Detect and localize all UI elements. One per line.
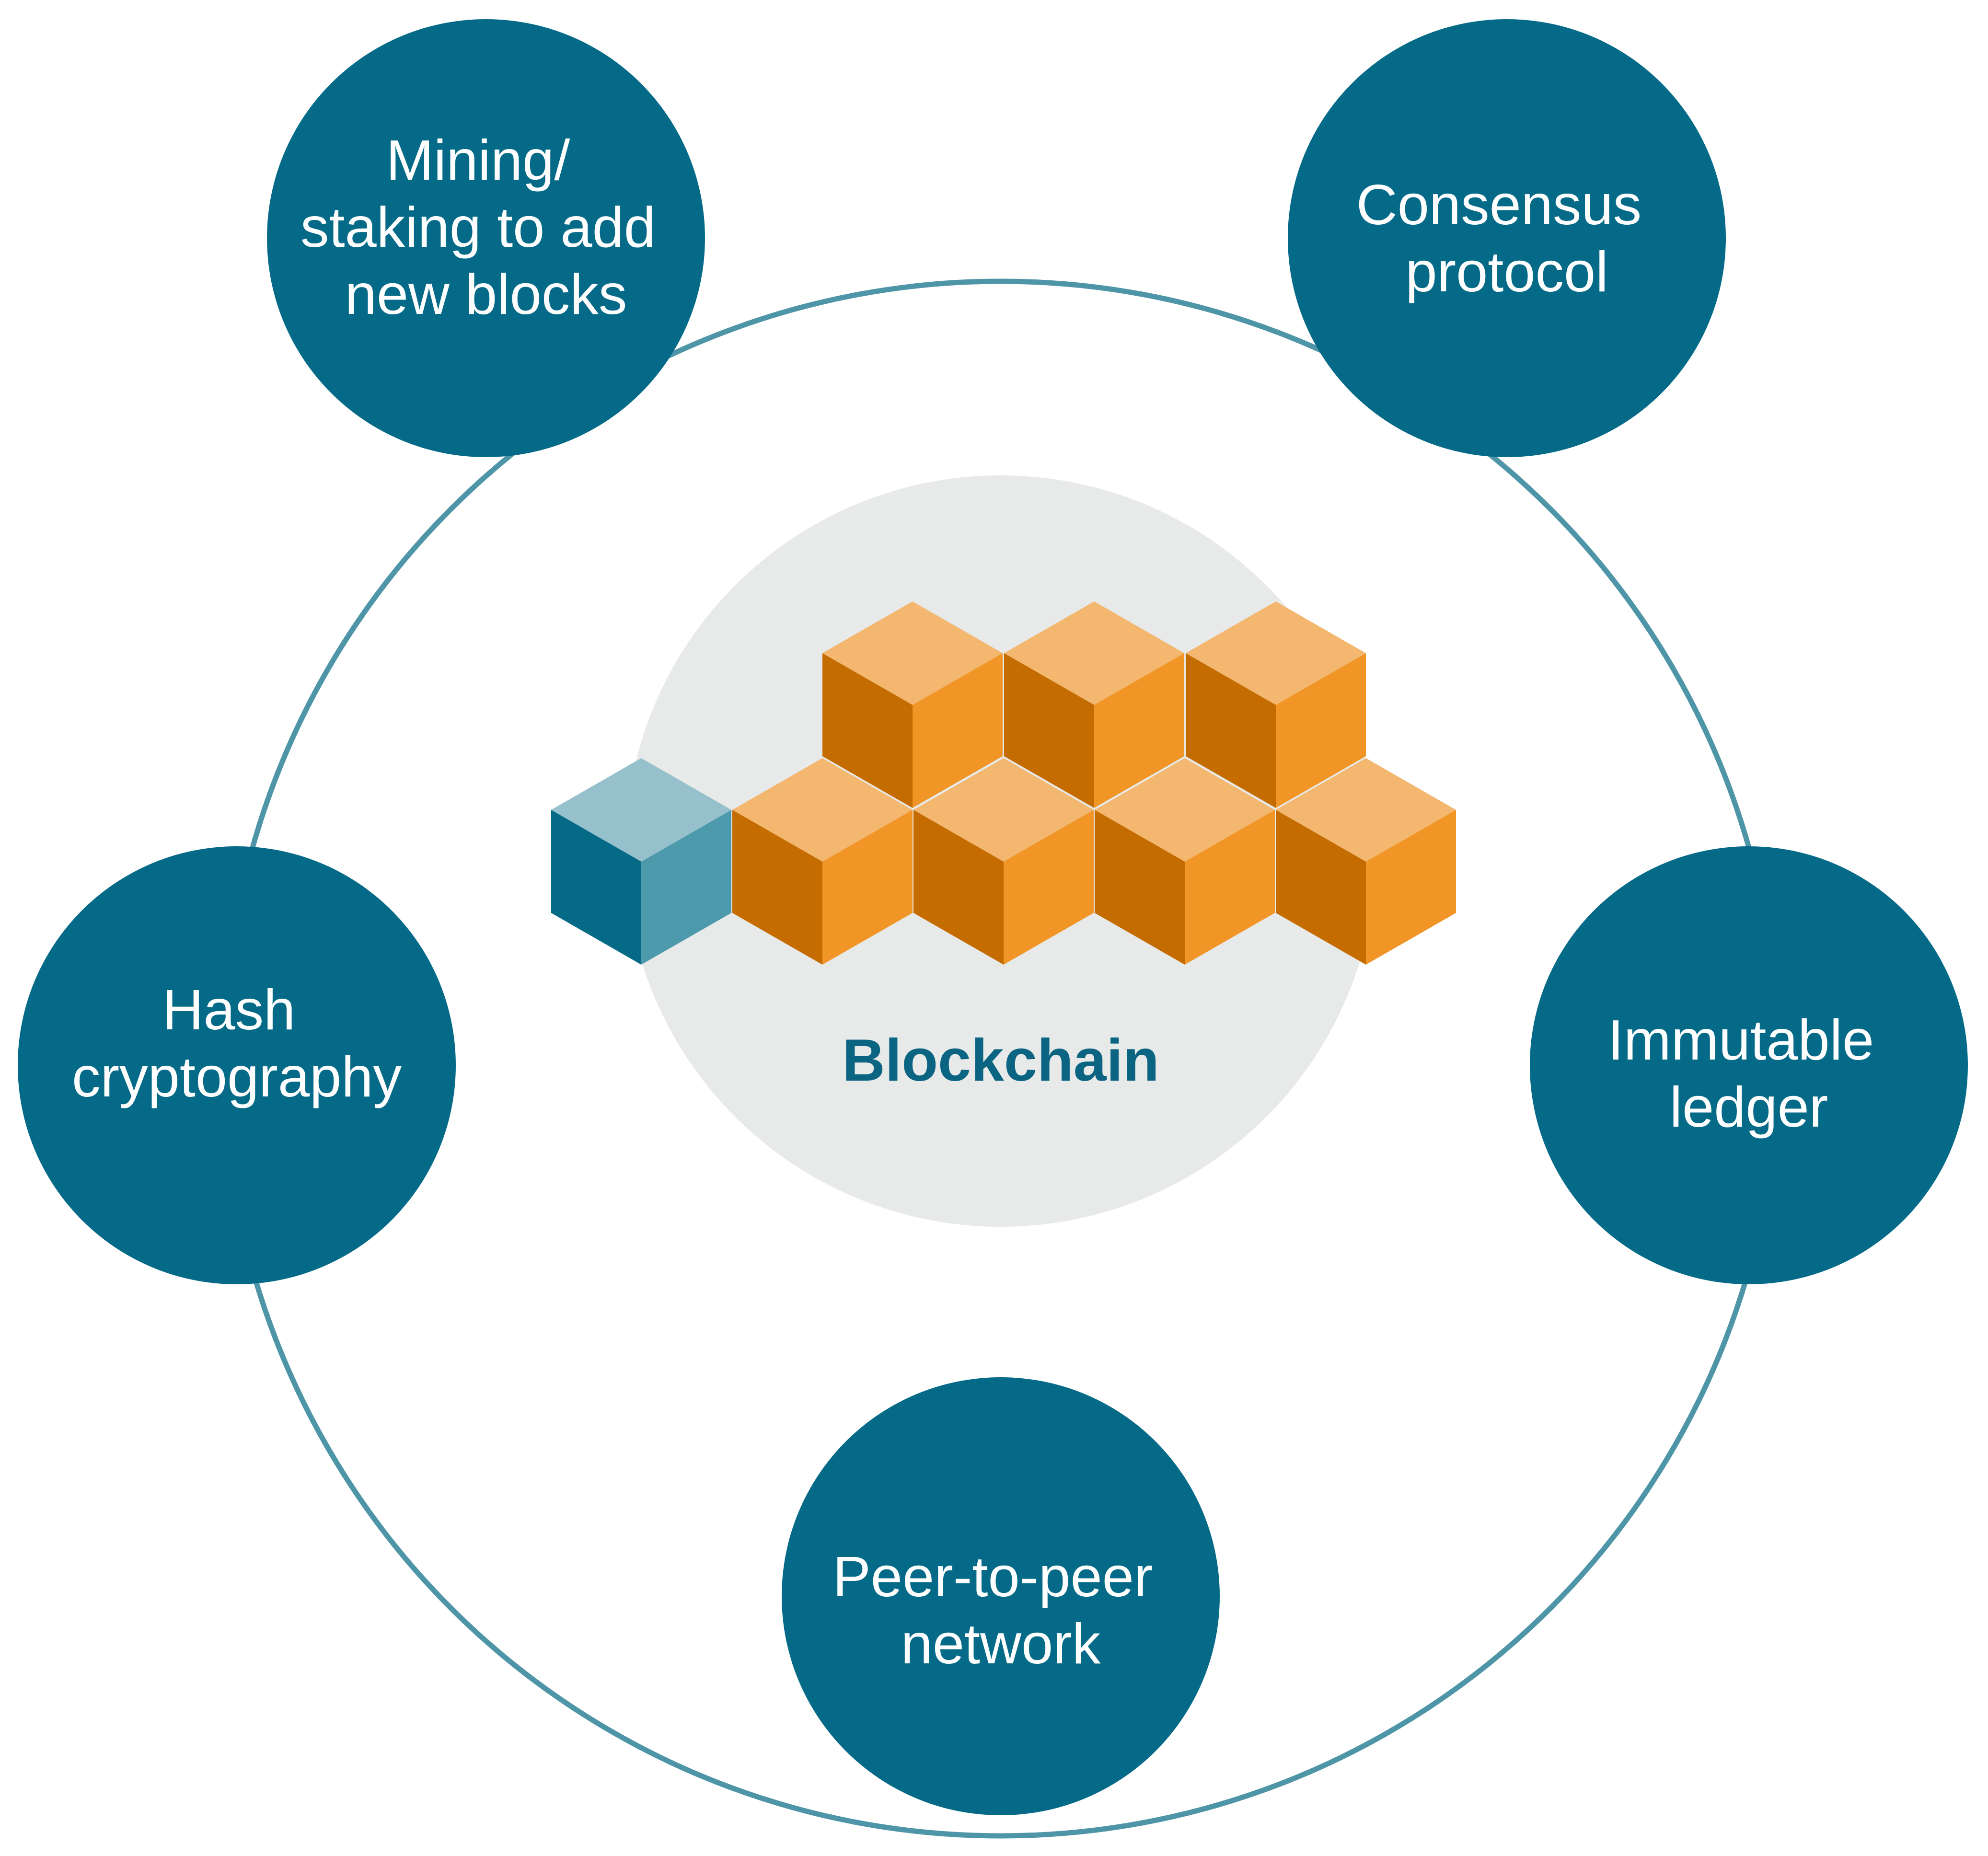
center-label: Blockchain <box>842 1027 1159 1094</box>
node-p2p-line-1: Peer-to-peer <box>832 1545 1153 1609</box>
node-mining: Mining/ staking to add new blocks <box>267 19 705 457</box>
block-front-4-left <box>1276 810 1366 965</box>
node-p2p: Peer-to-peer network <box>782 1377 1220 1815</box>
svg-text:Immutable ledger: Immutable ledger <box>1608 1008 1890 1139</box>
node-hash: Hash cryptography <box>18 846 456 1284</box>
node-ledger: Immutable ledger <box>1530 846 1968 1284</box>
block-front-1 <box>732 758 913 965</box>
block-front-1-right <box>822 810 913 965</box>
block-front-4-right <box>1366 810 1456 965</box>
block-front-4 <box>1276 758 1456 965</box>
svg-text:Consensus protocol: Consensus protocol <box>1356 173 1657 304</box>
block-front-3-left <box>1095 810 1185 965</box>
node-p2p-line-2: network <box>901 1612 1101 1676</box>
block-front-2-right <box>1004 810 1094 965</box>
block-new-teal-right <box>641 810 731 965</box>
node-ledger-line-1: Immutable <box>1608 1008 1874 1072</box>
node-mining-line-3: new blocks <box>345 263 627 326</box>
block-front-1-left <box>732 810 822 965</box>
block-front-3 <box>1095 758 1275 965</box>
block-new-teal-left <box>551 810 641 965</box>
block-back-2-left <box>1004 653 1094 808</box>
block-front-2 <box>913 758 1094 965</box>
block-stack <box>551 601 1456 965</box>
block-back-2 <box>1004 601 1184 808</box>
node-consensus-line-2: protocol <box>1405 240 1608 304</box>
block-back-1-left <box>822 653 913 808</box>
block-new-teal <box>551 758 731 965</box>
node-hash-line-2: cryptography <box>72 1045 402 1109</box>
block-back-1 <box>822 601 1003 808</box>
block-front-3-right <box>1185 810 1275 965</box>
node-hash-line-1: Hash <box>162 978 296 1042</box>
svg-text:Hash cryptography: Hash cryptography <box>72 978 402 1109</box>
svg-text:Peer-to-peer network: Peer-to-peer network <box>832 1545 1168 1676</box>
node-consensus-line-1: Consensus <box>1356 173 1641 237</box>
node-mining-line-2: staking to add <box>301 196 656 259</box>
block-back-2-right <box>1094 653 1184 808</box>
block-back-3-right <box>1276 653 1366 808</box>
block-back-1-right <box>913 653 1003 808</box>
node-consensus: Consensus protocol <box>1288 19 1726 457</box>
block-back-3 <box>1186 601 1366 808</box>
block-front-2-left <box>913 810 1004 965</box>
svg-text:Mining/ staking to add: Mining/ staking to add new blocks <box>301 128 671 326</box>
node-ledger-line-2: ledger <box>1670 1075 1828 1139</box>
block-back-3-left <box>1186 653 1276 808</box>
node-mining-line-1: Mining/ <box>386 128 571 192</box>
